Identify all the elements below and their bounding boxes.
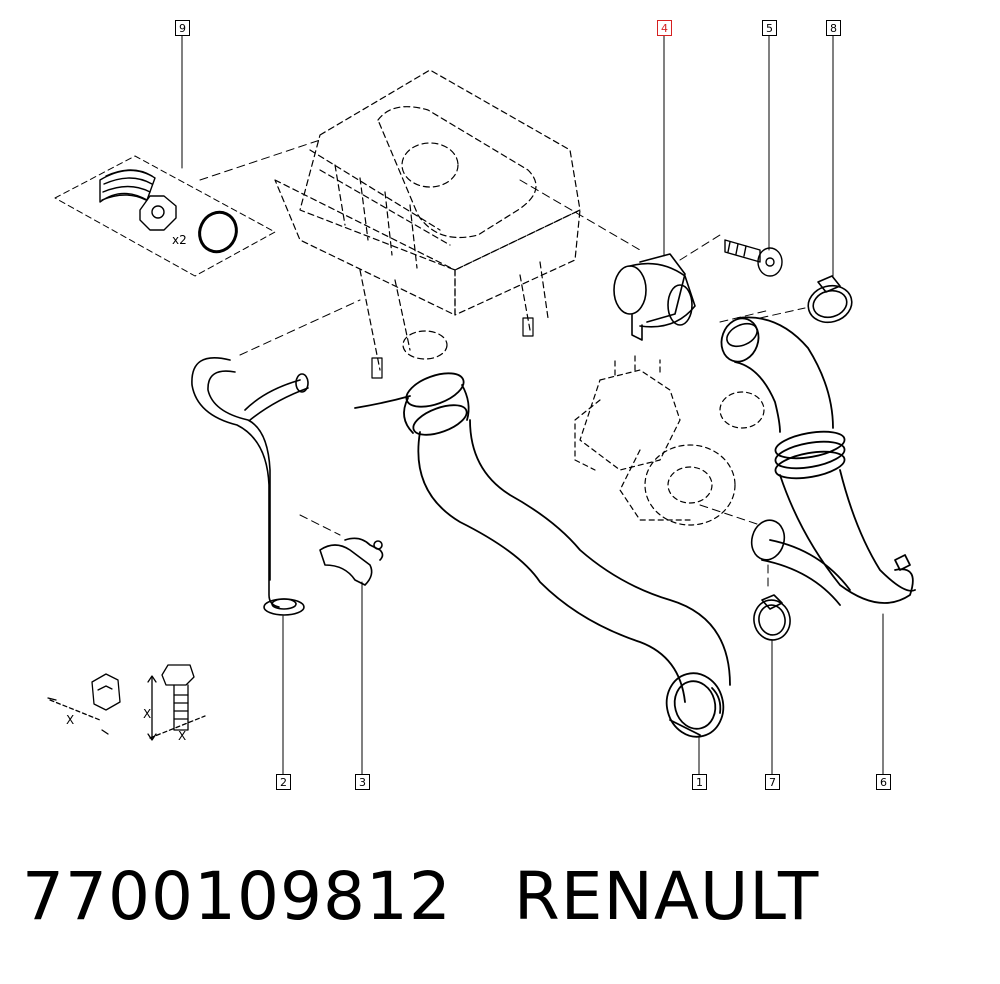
flexible-bellows [99, 169, 156, 203]
measurement-bolt-icon [147, 664, 206, 741]
dimension-label-bolt-width: X [178, 729, 186, 743]
dimension-label-bolt-height: X [143, 707, 151, 721]
brand-name: RENAULT [513, 858, 820, 935]
part-caption: 7700109812 RENAULT [22, 858, 881, 935]
hose-clamp-lower [750, 519, 786, 561]
assembly-arrows [239, 179, 806, 591]
clip-part-3 [319, 537, 384, 586]
callout-9: 9 [175, 20, 190, 36]
turbocharger-housing [574, 354, 765, 526]
callout-4[interactable]: 4 [657, 20, 672, 36]
housing-mount-bolts [371, 317, 534, 379]
part-number: 7700109812 [22, 858, 452, 935]
air-hose-part-1 [354, 372, 731, 738]
callout-1: 1 [692, 774, 707, 790]
sprocket-ring [139, 195, 177, 231]
callout-8: 8 [826, 20, 841, 36]
callout-6: 6 [876, 774, 891, 790]
exploded-parts-diagram: x2 X X X [47, 35, 916, 775]
callout-2: 2 [276, 774, 291, 790]
o-ring-seal [198, 210, 238, 254]
air-filter-housing [274, 69, 581, 371]
bolt-part-5 [724, 239, 783, 277]
hose-clamp-part-7 [753, 594, 791, 641]
hose-clamp-part-8 [807, 275, 853, 324]
kit-quantity-label: x2 [172, 233, 187, 247]
callout-5: 5 [762, 20, 777, 36]
intercooler-hose-part-6 [720, 316, 916, 606]
throttle-body-part-4 [613, 253, 696, 341]
hose-clamp-upper [726, 322, 758, 348]
callout-7: 7 [765, 774, 780, 790]
dimension-label-nut: X [66, 713, 74, 727]
kit-9-box [54, 139, 321, 277]
breather-hose-part-2 [191, 356, 309, 616]
callout-3: 3 [355, 774, 370, 790]
leader-lines [181, 35, 884, 775]
measurement-nut-icon [47, 673, 121, 735]
